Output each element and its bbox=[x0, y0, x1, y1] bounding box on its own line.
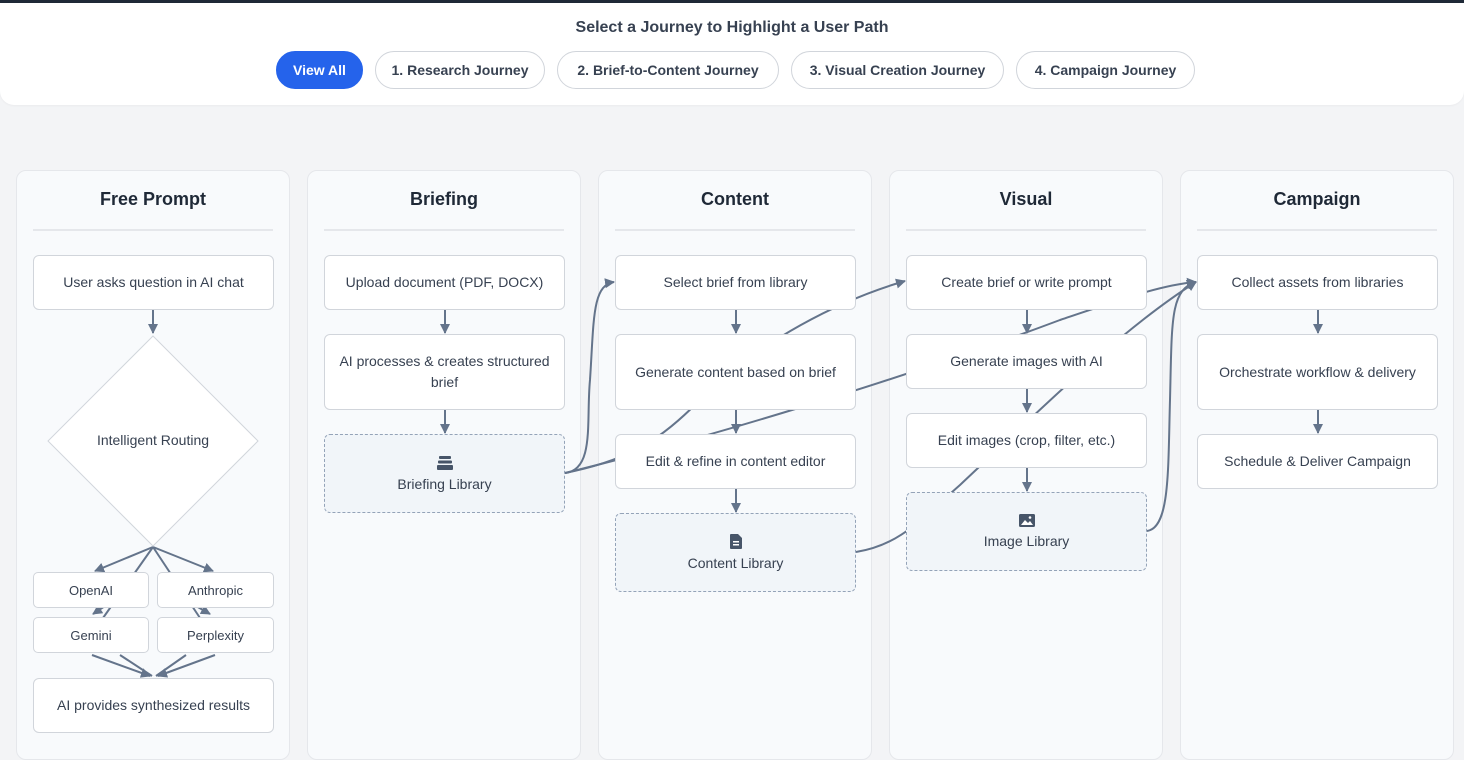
schedule-deliver-node[interactable]: Schedule & Deliver Campaign bbox=[1197, 434, 1438, 489]
document-icon bbox=[729, 534, 742, 549]
content-library-node[interactable]: Content Library bbox=[615, 513, 856, 592]
process-brief-node[interactable]: AI processes & creates structured brief bbox=[324, 334, 565, 410]
synthesized-results-node[interactable]: AI provides synthesized results bbox=[33, 678, 274, 733]
arrow-gemini-to-result bbox=[91, 654, 151, 678]
edit-content-node[interactable]: Edit & refine in content editor bbox=[615, 434, 856, 489]
arrow-perplexity-to-result bbox=[157, 654, 216, 678]
select-brief-node[interactable]: Select brief from library bbox=[615, 255, 856, 310]
routing-label: Intelligent Routing bbox=[96, 432, 210, 448]
upload-document-node[interactable]: Upload document (PDF, DOCX) bbox=[324, 255, 565, 310]
visual-column-title: Visual bbox=[906, 189, 1146, 231]
generate-content-node[interactable]: Generate content based on brief bbox=[615, 334, 856, 410]
orchestrate-workflow-node[interactable]: Orchestrate workflow & delivery bbox=[1197, 334, 1438, 410]
research-journey-button[interactable]: 1. Research Journey bbox=[375, 51, 545, 89]
campaign-column-title: Campaign bbox=[1197, 189, 1437, 231]
line-anthropic-to-result bbox=[155, 654, 187, 677]
arrow-routing-to-anthropic bbox=[152, 546, 214, 573]
view-all-button[interactable]: View All bbox=[276, 51, 363, 89]
generate-images-node[interactable]: Generate images with AI bbox=[906, 334, 1147, 389]
provider-openai[interactable]: OpenAI bbox=[33, 572, 149, 608]
provider-gemini[interactable]: Gemini bbox=[33, 617, 149, 653]
briefing-column-title: Briefing bbox=[324, 189, 564, 231]
collect-assets-node[interactable]: Collect assets from libraries bbox=[1197, 255, 1438, 310]
content-column-title: Content bbox=[615, 189, 855, 231]
image-library-label: Image Library bbox=[983, 533, 1070, 549]
stack-icon bbox=[436, 455, 453, 470]
ask-question-node[interactable]: User asks question in AI chat bbox=[33, 255, 274, 310]
content-library-label: Content Library bbox=[687, 555, 784, 571]
curve-image-library-to-collect-assets bbox=[1146, 279, 1197, 532]
visual-creation-journey-button[interactable]: 3. Visual Creation Journey bbox=[791, 51, 1004, 89]
arrow-routing-to-openai bbox=[94, 546, 154, 573]
create-brief-node[interactable]: Create brief or write prompt bbox=[906, 255, 1147, 310]
brief-to-content-journey-button[interactable]: 2. Brief-to-Content Journey bbox=[557, 51, 779, 89]
journey-selector-header: Select a Journey to Highlight a User Pat… bbox=[0, 3, 1464, 105]
briefing-library-label: Briefing Library bbox=[397, 475, 492, 492]
curve-briefing-library-to-select-brief bbox=[564, 278, 615, 474]
campaign-journey-button[interactable]: 4. Campaign Journey bbox=[1016, 51, 1195, 89]
briefing-library-node[interactable]: Briefing Library bbox=[324, 434, 565, 513]
provider-anthropic[interactable]: Anthropic bbox=[157, 572, 274, 608]
image-icon bbox=[1018, 514, 1035, 527]
image-library-node[interactable]: Image Library bbox=[906, 492, 1147, 571]
edit-images-node[interactable]: Edit images (crop, filter, etc.) bbox=[906, 413, 1147, 468]
journey-selector-title: Select a Journey to Highlight a User Pat… bbox=[575, 19, 889, 36]
free-prompt-column-title: Free Prompt bbox=[33, 189, 273, 231]
top-border bbox=[0, 0, 1464, 3]
line-openai-to-result bbox=[119, 654, 153, 677]
provider-perplexity[interactable]: Perplexity bbox=[157, 617, 274, 653]
